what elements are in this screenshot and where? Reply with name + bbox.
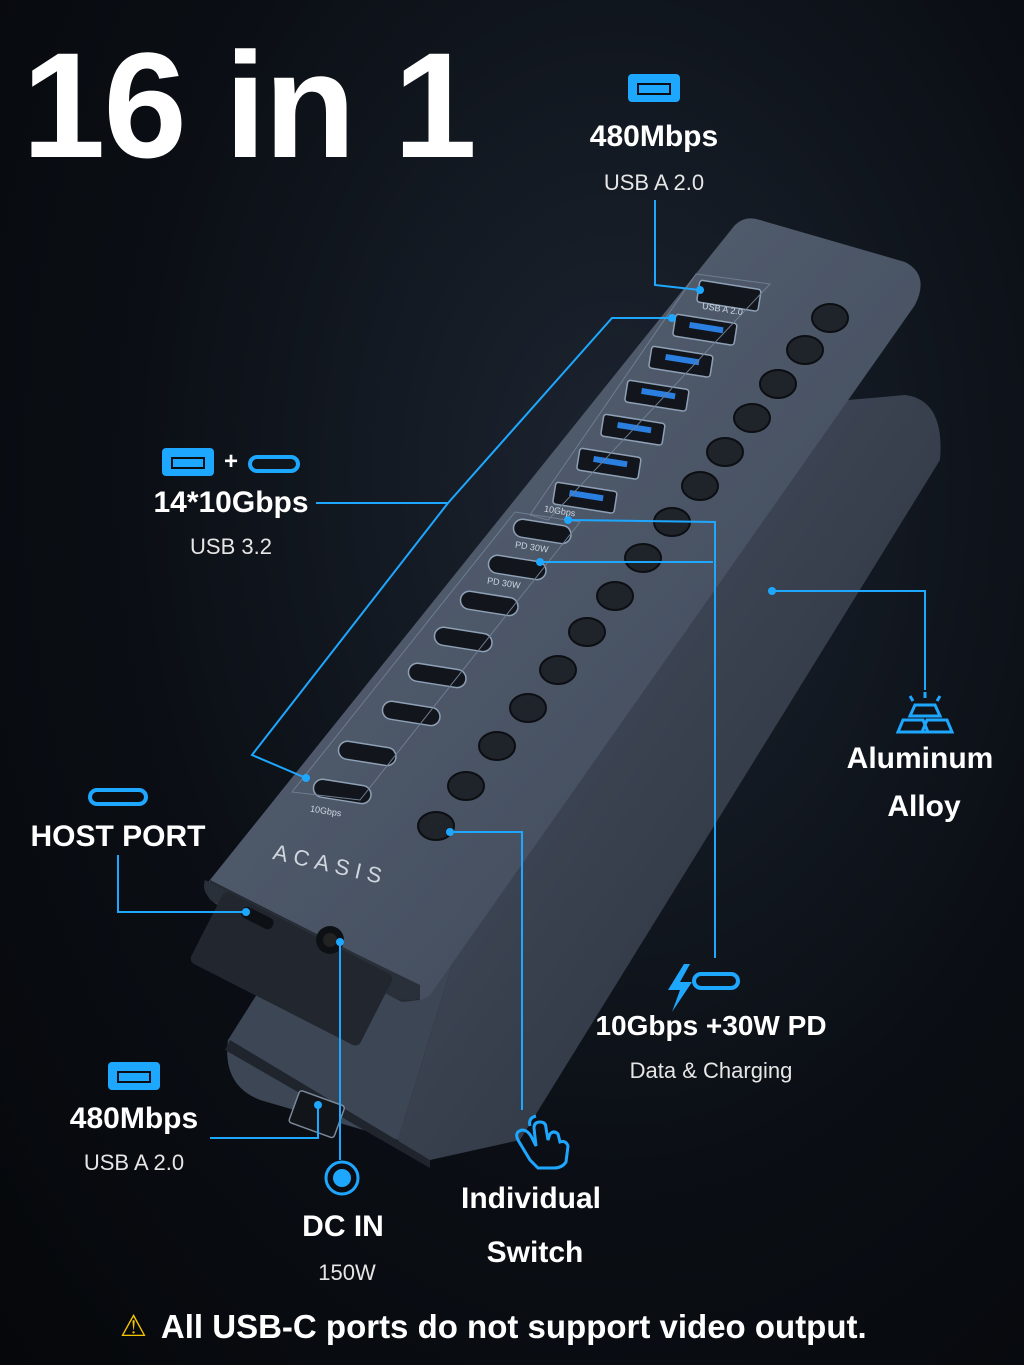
switch-line1: Individual [460, 1182, 602, 1215]
port-column [291, 273, 772, 805]
usb32-speed: 14*10Gbps [153, 486, 309, 519]
host-port-label: HOST PORT [30, 820, 206, 853]
dc-in-power: 150W [318, 1260, 376, 1285]
callout-lines [117, 200, 926, 1160]
usb-a-icon [162, 448, 214, 476]
dc-in-icon [324, 1160, 360, 1196]
usb-c-icon [88, 788, 148, 806]
hero-title: 16 in 1 [22, 21, 477, 189]
top-usb-a-type: USB A 2.0 [603, 170, 705, 195]
lightning-icon [668, 964, 692, 1012]
plus-sign: + [224, 448, 239, 475]
tap-hand-icon [515, 1114, 570, 1170]
dc-in-label: DC IN [302, 1210, 384, 1243]
aluminum-ingot-icon [895, 692, 955, 734]
top-usb-a-speed: 480Mbps [589, 120, 719, 153]
aluminum-line2: Alloy [887, 790, 961, 823]
bottom-usb-a-type: USB A 2.0 [83, 1150, 185, 1175]
bottom-usb-a-speed: 480Mbps [69, 1102, 199, 1135]
usb-c-icon [692, 972, 740, 990]
warning-text: All USB-C ports do not support video out… [160, 1308, 867, 1345]
warning-banner: ⚠ All USB-C ports do not support video ou… [120, 1308, 867, 1346]
usb-a-icon [108, 1062, 160, 1090]
warning-triangle-icon: ⚠ [120, 1310, 147, 1343]
pd-speed: 10Gbps +30W PD [595, 1010, 827, 1041]
usb-a-icon [628, 74, 680, 102]
usb32-type: USB 3.2 [190, 534, 272, 559]
usb-c-icon [248, 455, 300, 473]
pd-desc: Data & Charging [629, 1058, 793, 1083]
aluminum-line1: Aluminum [846, 742, 994, 775]
switch-line2: Switch [486, 1236, 584, 1269]
